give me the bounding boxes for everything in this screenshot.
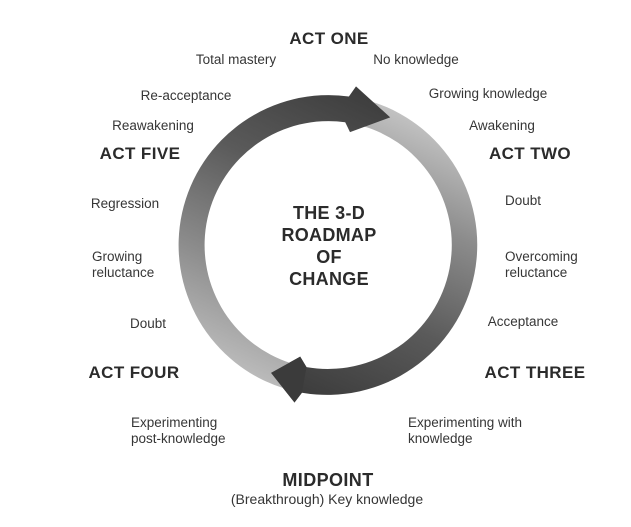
stage-total-mastery: Total mastery [195,52,277,67]
midpoint-subtitle: (Breakthrough) Key knowledge [230,491,424,507]
arrow-left-top [178,86,391,389]
stage-overcoming-reluctance-line2: reluctance [505,265,568,280]
diagram-title-line2: ROADMAP [281,225,377,245]
stage-no-knowledge: No knowledge [373,52,459,67]
diagram-title-line1: THE 3-D [292,203,366,223]
act-one-heading: ACT ONE [289,29,369,48]
stage-growing-knowledge: Growing knowledge [428,86,548,101]
stage-reawakening: Reawakening [112,118,194,133]
stage-experimenting-post-knowledge-line2: post-knowledge [131,431,226,446]
stage-experimenting-with-knowledge-line1: Experimenting with [408,415,523,430]
diagram-title: THE 3-D ROADMAP OF CHANGE [281,202,376,290]
arrow-head-bottom-icon [271,356,307,403]
act-two-heading: ACT TWO [488,144,572,163]
stage-experimenting-post-knowledge-line1: Experimenting [131,415,218,430]
act-three-heading: ACT THREE [484,363,586,382]
stage-regression: Regression [90,196,160,211]
diagram-title-line3: OF [316,247,342,267]
diagram-title-line4: CHANGE [289,269,369,289]
stage-overcoming-reluctance-line1: Overcoming [505,249,578,264]
stage-experimenting-with-knowledge: Experimenting with knowledge [408,415,522,447]
stage-growing-reluctance-line1: Growing [92,249,143,264]
stage-awakening: Awakening [469,118,535,133]
stage-growing-reluctance-line2: reluctance [92,265,155,280]
stage-growing-reluctance: Growing reluctance [92,249,154,281]
act-five-heading: ACT FIVE [99,144,181,163]
stage-doubt-act-four: Doubt [129,316,167,331]
act-four-heading: ACT FOUR [88,363,180,382]
stage-overcoming-reluctance: Overcoming reluctance [505,249,578,281]
midpoint-heading: MIDPOINT [282,470,374,490]
arrow-right-bottom [271,98,478,403]
stage-experimenting-with-knowledge-line2: knowledge [408,431,473,446]
stage-re-acceptance: Re-acceptance [140,88,232,103]
stage-doubt-act-two: Doubt [504,193,542,208]
stage-acceptance: Acceptance [487,314,559,329]
stage-experimenting-post-knowledge: Experimenting post-knowledge [131,415,226,447]
